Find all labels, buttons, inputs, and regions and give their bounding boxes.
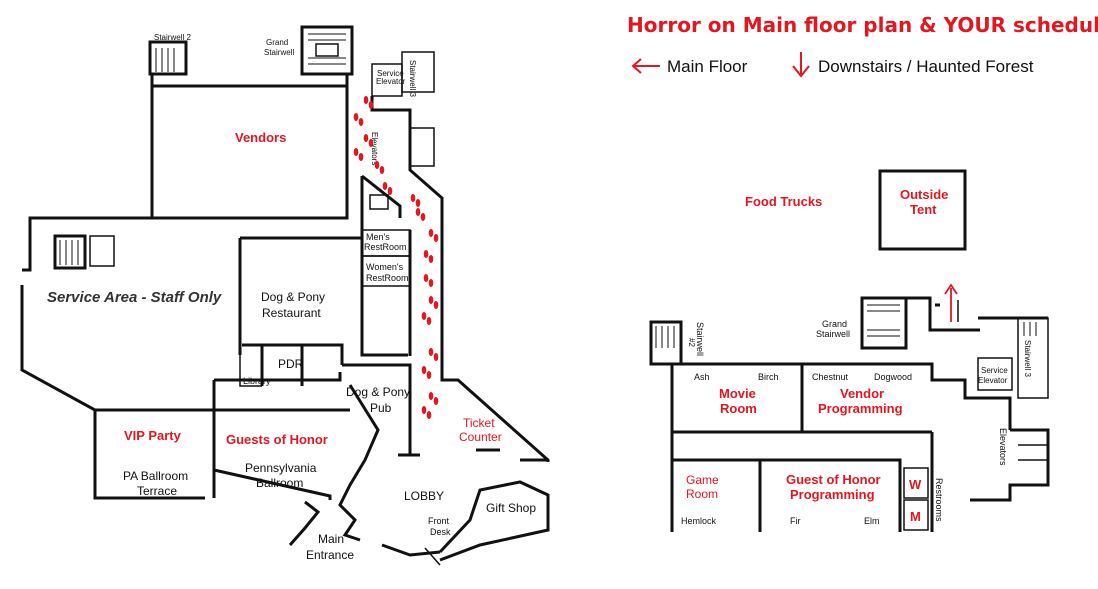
womens-restroom-label-1: Women's: [366, 262, 404, 272]
mens-restroom-downstairs: [903, 499, 929, 531]
movie-room-label-2: Room: [720, 401, 757, 416]
food-trucks-label: Food Trucks: [745, 194, 822, 209]
service-elevator-downstairs: [977, 357, 1013, 391]
chestnut-label: Chestnut: [812, 372, 849, 382]
ticket-counter-label-1: Ticket: [463, 416, 495, 430]
elevators-shaft: [409, 127, 435, 167]
legend-main-floor: Main Floor: [631, 57, 748, 76]
lobby-label: LOBBY: [404, 489, 444, 503]
ash-label: Ash: [694, 372, 710, 382]
restrooms-label: Restrooms: [934, 478, 944, 522]
dogwood-label: Dogwood: [874, 372, 912, 382]
goh-programming-label-1: Guest of Honor: [786, 472, 881, 487]
grand-stairwell-label-1: Grand: [266, 38, 288, 47]
service-area-label: Service Area - Staff Only: [47, 289, 222, 306]
guests-of-honor-label: Guests of Honor: [226, 432, 328, 447]
library-label: Library: [243, 376, 271, 386]
service-elevator-label-1: Service: [377, 69, 404, 78]
legend-main-floor-label: Main Floor: [667, 57, 748, 76]
outside-tent-room: [878, 169, 967, 251]
pa-terrace-label-2: Terrace: [137, 484, 177, 498]
grand-stairwell-downstairs: [860, 296, 908, 350]
stairwell-2-label: Stairwell 2: [154, 33, 191, 42]
dog-pony-pub-label-2: Pub: [370, 401, 392, 415]
pa-ballroom-label-2: Ballroom: [256, 476, 303, 490]
womens-restroom-label-2: RestRoom: [366, 273, 409, 283]
vendor-programming-label-2: Programming: [818, 401, 903, 416]
front-desk-label-2: Desk: [430, 527, 451, 537]
birch-label: Birch: [758, 372, 779, 382]
womens-restroom-downstairs: [903, 467, 929, 499]
map-title: Horror on Main floor plan & YOUR schedul…: [627, 13, 1098, 37]
vip-party-label: VIP Party: [124, 428, 182, 443]
main-entrance-label-2: Entrance: [306, 548, 354, 562]
stairwell-3-downstairs-label: Stairwell 3: [1023, 340, 1032, 377]
left-arrow-icon: [631, 58, 660, 74]
up-arrow-icon: [944, 283, 958, 322]
mens-restroom-label-1: Men's: [366, 232, 390, 242]
dog-pony-pub-label-1: Dog & Pony: [346, 385, 410, 399]
m-label: M: [910, 509, 921, 524]
grand-stairwell-downstairs-label-2: Stairwell: [816, 329, 850, 339]
front-desk-label-1: Front: [428, 516, 450, 526]
down-arrow-icon: [792, 52, 810, 78]
elevators-label: Elevators: [370, 132, 379, 165]
stairwell-2-room: [148, 40, 188, 76]
outside-tent-label-2: Tent: [910, 202, 937, 217]
pa-ballroom-label-1: Pennsylvania: [245, 461, 317, 475]
hemlock-label: Hemlock: [681, 516, 717, 526]
stairwell-3-room: [401, 51, 435, 93]
elevators-downstairs-label: Elevators: [998, 428, 1008, 466]
legend-downstairs-label: Downstairs / Haunted Forest: [818, 57, 1034, 76]
ticket-counter-label-2: Counter: [459, 430, 502, 444]
pa-terrace-label-1: PA Ballroom: [123, 469, 188, 483]
game-room-label-1: Game: [686, 473, 719, 487]
pdr-label: PDR: [278, 357, 304, 371]
footprints-trail-icon: [353, 96, 439, 419]
service-elevator-downstairs-label-2: Elevator: [978, 376, 1008, 385]
fir-label: Fir: [790, 516, 801, 526]
movie-room-label-1: Movie: [719, 386, 756, 401]
stairwell-3-downstairs: [1017, 317, 1049, 399]
mens-restroom-label-2: RestRoom: [364, 242, 407, 252]
service-elevator-label-2: Elevator: [376, 77, 406, 86]
legend-downstairs: Downstairs / Haunted Forest: [792, 52, 1034, 78]
main-floor-plan: Stairwell 2 Grand Stairwell Service Elev…: [20, 25, 550, 566]
game-room-label-2: Room: [686, 487, 718, 501]
grand-stairwell-label-2: Stairwell: [264, 48, 294, 57]
vendor-programming-label-1: Vendor: [840, 386, 884, 401]
stairwell-2-number-label: #2: [687, 338, 696, 347]
service-elevator-downstairs-label-1: Service: [981, 366, 1008, 375]
outside-tent-label-1: Outside: [900, 187, 948, 202]
elm-label: Elm: [864, 516, 880, 526]
gift-shop-label: Gift Shop: [486, 501, 536, 515]
stairwell-2-downstairs-label: Stairwell: [695, 322, 705, 356]
main-entrance-label-1: Main: [318, 532, 344, 546]
stairwell-3-label: Stairwell 3: [408, 60, 417, 97]
downstairs-plan: Food Trucks Outside Tent Stairwell #2 Gr…: [649, 169, 1050, 532]
w-label: W: [909, 477, 922, 492]
grand-stairwell-room: [300, 25, 354, 76]
dog-pony-restaurant-label-2: Restaurant: [262, 306, 321, 320]
dog-pony-restaurant-label-1: Dog & Pony: [261, 290, 325, 304]
vendors-label: Vendors: [235, 130, 286, 145]
goh-programming-label-2: Programming: [790, 487, 875, 502]
grand-stairwell-downstairs-label-1: Grand: [822, 319, 847, 329]
